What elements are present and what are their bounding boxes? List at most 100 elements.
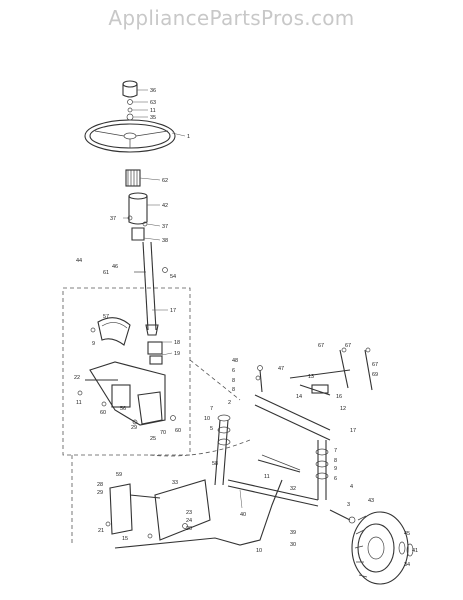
callout-13: 13 (308, 374, 314, 380)
nut (127, 107, 133, 113)
steering-arm (257, 459, 301, 473)
callout-37: 37 (110, 216, 116, 222)
callout-67: 67 (345, 343, 351, 349)
callout-35: 35 (150, 115, 156, 121)
callout-21: 21 (98, 528, 104, 534)
callout-7: 7 (334, 448, 337, 454)
callout-10: 10 (204, 416, 210, 422)
callout-17: 17 (170, 308, 176, 314)
steering-bracket (85, 361, 166, 426)
left-spindle (214, 414, 231, 486)
callout-8: 8 (232, 387, 235, 393)
callout-4: 4 (350, 484, 353, 490)
bolt (147, 533, 153, 539)
callout-62: 62 (162, 178, 168, 184)
front-tire (351, 511, 409, 585)
callout-34: 34 (404, 562, 410, 568)
small-rod (261, 454, 301, 471)
sub-assembly-box (62, 287, 191, 456)
callout-14: 14 (296, 394, 302, 400)
callout-22: 22 (74, 375, 80, 381)
right-upper-bolts (339, 347, 373, 391)
dashed-link (189, 359, 241, 401)
callout-9: 9 (334, 466, 337, 472)
callout-43: 43 (368, 498, 374, 504)
washer (127, 99, 133, 105)
tie-rod (227, 479, 319, 507)
callout-11: 11 (150, 108, 156, 114)
callout-42: 42 (162, 203, 168, 209)
callout-3: 3 (347, 502, 350, 508)
callout-36: 36 (150, 88, 156, 94)
bolt (170, 415, 176, 421)
callout-67: 67 (372, 362, 378, 368)
washer (126, 113, 134, 121)
lower-bracket (109, 479, 211, 541)
callout-39: 39 (290, 530, 296, 536)
callout-29: 29 (131, 425, 137, 431)
bolt (132, 419, 138, 425)
bushing (131, 227, 145, 241)
bolt (105, 521, 111, 527)
callout-69: 69 (372, 372, 378, 378)
callout-57: 57 (103, 314, 109, 320)
callout-1: 1 (187, 134, 190, 140)
callout-29: 29 (97, 490, 103, 496)
dashed-link (149, 439, 251, 457)
left-upper-bolts (255, 365, 263, 393)
callout-11: 11 (76, 400, 82, 406)
drag-link (254, 394, 331, 441)
callout-2: 2 (228, 400, 231, 406)
callout-10: 10 (256, 548, 262, 554)
callout-11: 11 (264, 474, 270, 480)
callout-41: 41 (412, 548, 418, 554)
callout-28: 28 (97, 482, 103, 488)
steering-wheel (84, 119, 176, 153)
callout-18: 18 (174, 340, 180, 346)
callout-8: 8 (232, 378, 235, 384)
bolt (77, 390, 83, 396)
callout-12: 12 (340, 406, 346, 412)
callout-9: 9 (92, 341, 95, 347)
callout-15: 15 (122, 536, 128, 542)
callout-37: 37 (162, 224, 168, 230)
callout-38: 38 (162, 238, 168, 244)
bolt (182, 523, 188, 529)
callout-20: 20 (186, 526, 192, 532)
leader-lines (123, 89, 186, 356)
callout-19: 19 (174, 351, 180, 357)
callout-47: 47 (278, 366, 284, 372)
steering-shaft (142, 241, 159, 336)
callout-17: 17 (350, 428, 356, 434)
callout-30: 30 (290, 542, 296, 548)
steering-adapter (125, 169, 141, 187)
callout-24: 24 (186, 518, 192, 524)
wheel-hardware (348, 516, 414, 557)
callout-60: 60 (100, 410, 106, 416)
callout-5: 5 (210, 426, 213, 432)
watermark: AppliancePartsPros.com (108, 6, 355, 30)
callout-6: 6 (334, 476, 337, 482)
callout-48: 48 (232, 358, 238, 364)
callout-58: 58 (212, 461, 218, 467)
leader-line (239, 489, 243, 509)
sector-gear (97, 317, 131, 346)
callout-32: 32 (290, 486, 296, 492)
callout-40: 40 (240, 512, 246, 518)
callout-56: 56 (120, 406, 126, 412)
callout-23: 23 (186, 510, 192, 516)
right-spindle (315, 440, 329, 500)
callout-60: 60 (175, 428, 181, 434)
callout-8: 8 (334, 458, 337, 464)
bolt (101, 401, 107, 407)
callout-63: 63 (150, 100, 156, 106)
upper-link-rod (289, 369, 351, 396)
axle-bolt (329, 509, 351, 521)
steering-cap (122, 80, 138, 98)
callout-25: 25 (150, 436, 156, 442)
callout-6: 6 (232, 368, 235, 374)
callout-7: 7 (210, 406, 213, 412)
callout-46: 46 (112, 264, 118, 270)
callout-labels: 36 63 11 35 1 62 42 37 37 38 44 61 54 46… (74, 88, 418, 568)
